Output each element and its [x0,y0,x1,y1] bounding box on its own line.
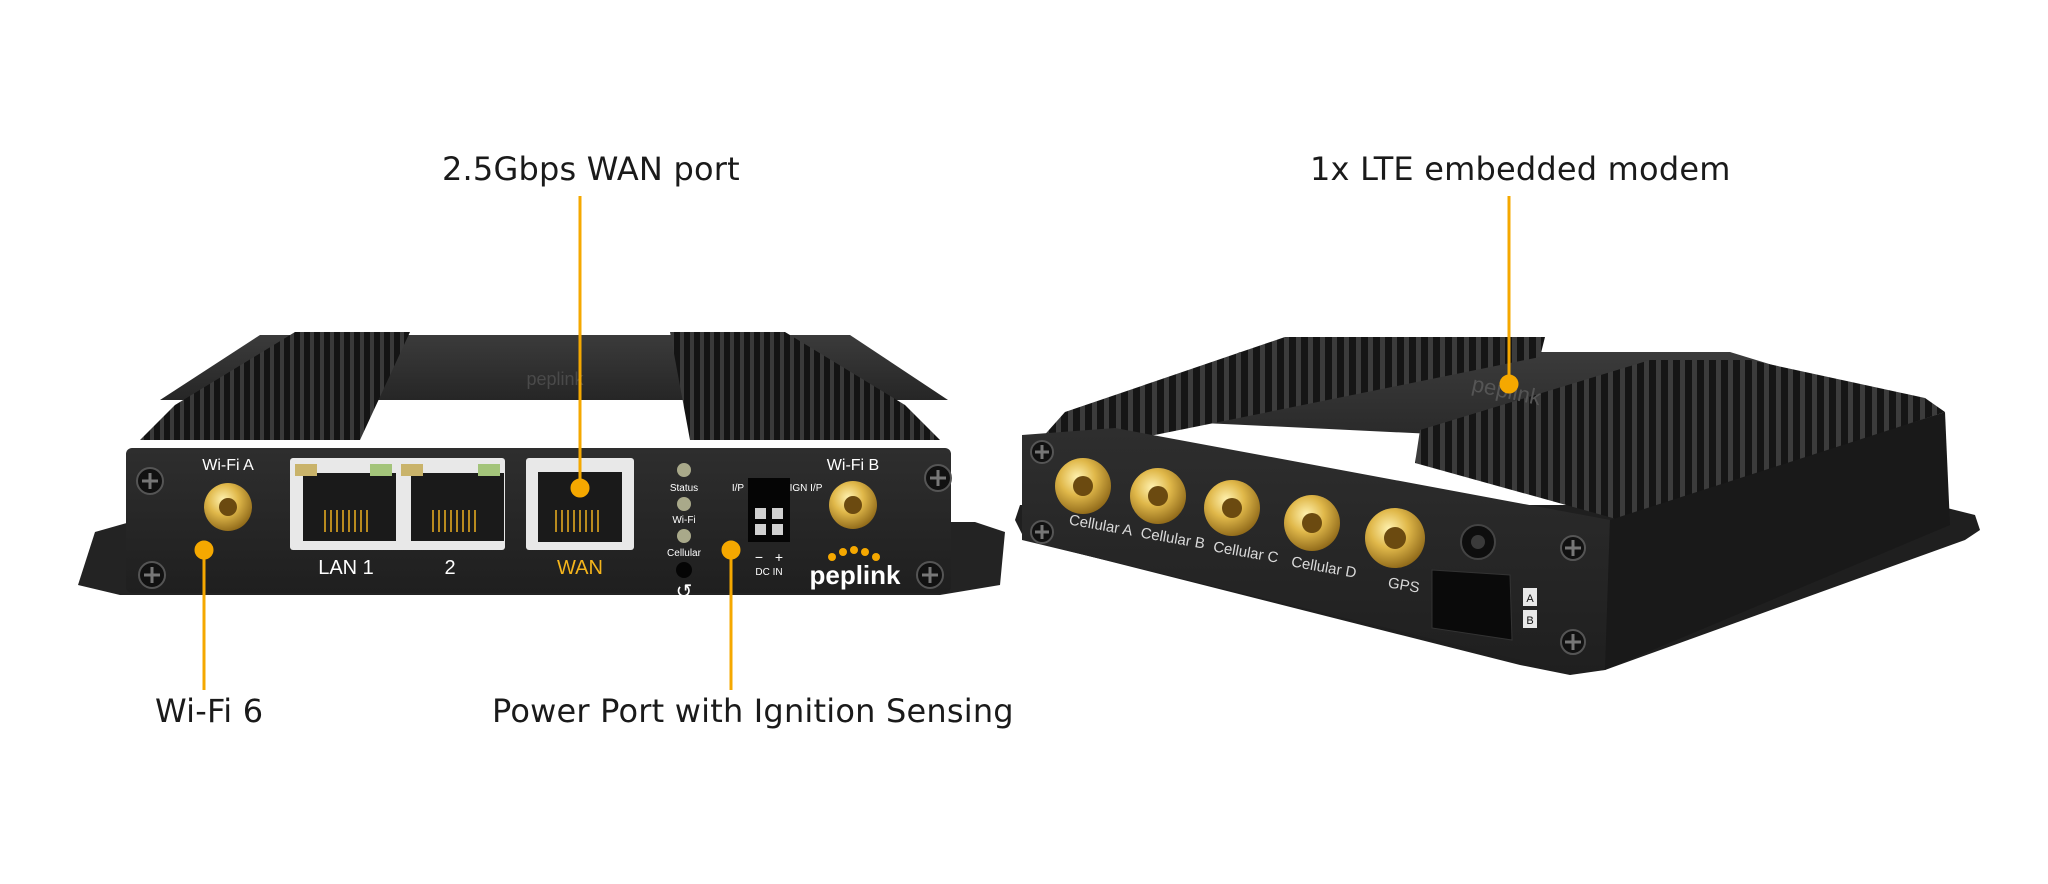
leader-lte-modem-dot [1499,374,1519,394]
rear-left-heatsink [1040,337,1545,440]
power-connector[interactable] [748,478,790,542]
status-label: Status [670,483,698,494]
reset-button[interactable] [676,562,692,578]
cellular-b-connector [1130,468,1186,524]
reset-icon: ↺ [676,581,693,603]
wifi-led [677,497,691,511]
callout-wifi: Wi-Fi 6 [155,692,264,730]
leader-wifi-dot [194,540,214,560]
sim-slot-b[interactable] [1523,610,1537,628]
wifi-a-label: Wi-Fi A [202,457,254,474]
peplink-logo-dots [828,546,880,561]
wan-label: WAN [557,557,603,579]
wifi-b-label: Wi-Fi B [827,457,879,474]
callout-wan-port: 2.5Gbps WAN port [442,150,740,188]
front-left-heatsink [140,332,410,440]
wifi-led-label: Wi-Fi [672,515,695,526]
front-right-heatsink [670,332,940,440]
peplink-logo: peplink [809,560,901,590]
status-led [677,463,691,477]
rear-side-panel [1605,412,1950,670]
ign-ip-label: IGN I/P [790,483,823,494]
callout-lte-modem: 1x LTE embedded modem [1310,150,1731,188]
minus-label: − [755,549,763,565]
sim-a-label: A [1526,593,1534,605]
sim-tray[interactable] [1431,569,1513,641]
leader-power-port-dot [721,540,741,560]
front-top-logo: peplink [526,369,584,389]
plus-label: + [775,549,783,565]
cellular-a-connector [1055,458,1111,514]
rear-device: peplink Cellular A Cellular B Cellular C [1015,337,1980,675]
front-device: peplink Wi-Fi A LAN 1 2 [78,332,1005,603]
gps-connector [1365,508,1425,568]
cellular-led-label: Cellular [667,548,702,559]
lan1-label: LAN 1 [318,557,374,579]
lan2-label: 2 [444,557,455,579]
sim-slot-a[interactable] [1523,588,1537,606]
sim-b-label: B [1526,615,1533,627]
callout-power-port: Power Port with Ignition Sensing [492,692,1014,730]
cellular-led [677,529,691,543]
cellular-c-connector [1204,480,1260,536]
rear-right-heatsink [1415,360,1945,520]
cellular-d-connector [1284,495,1340,551]
leader-wan-port-dot [570,478,590,498]
dc-in-label: DC IN [755,567,782,578]
callout-leaders [194,196,1519,690]
gps-label: GPS [1387,574,1421,596]
ip-label: I/P [732,483,745,494]
